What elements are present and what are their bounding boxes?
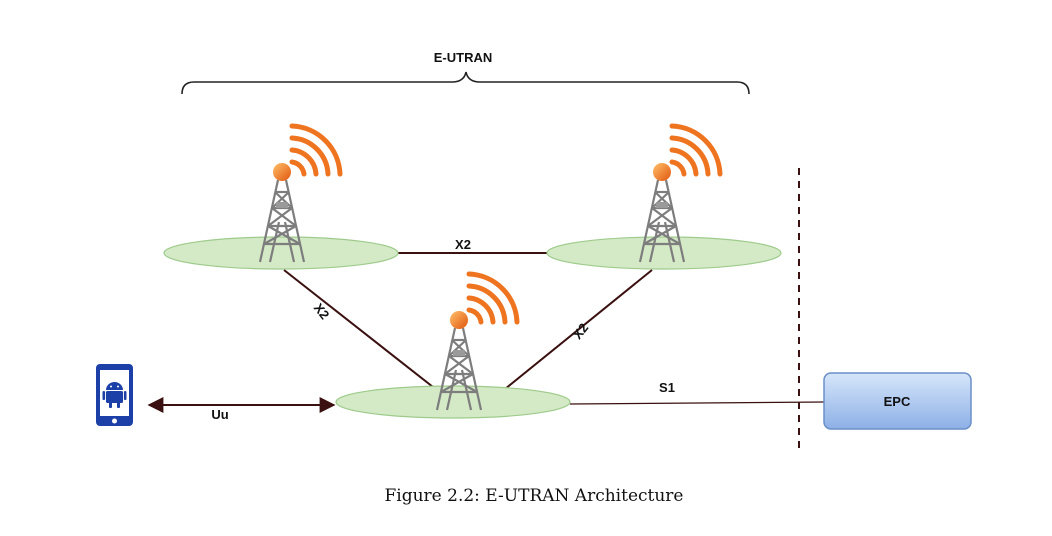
uu-label: Uu	[211, 407, 228, 422]
cell-area-right	[546, 236, 782, 270]
epc-label: EPC	[884, 394, 911, 409]
s1-link	[569, 401, 825, 405]
x2-link-right	[504, 269, 653, 390]
android-phone-icon	[96, 364, 133, 426]
x2-label-right: X2	[570, 320, 592, 342]
x2-link-left	[283, 269, 434, 388]
x2-label-top: X2	[455, 237, 471, 252]
cell-area-bottom	[335, 385, 571, 419]
e-utran-label: E-UTRAN	[434, 50, 493, 65]
cell-area-left	[163, 236, 399, 270]
s1-label: S1	[659, 380, 675, 395]
e-utran-brace	[181, 71, 750, 95]
figure-caption: Figure 2.2: E-UTRAN Architecture	[384, 486, 683, 506]
epc-node: EPC	[823, 372, 972, 430]
x2-label-left: X2	[311, 300, 333, 322]
